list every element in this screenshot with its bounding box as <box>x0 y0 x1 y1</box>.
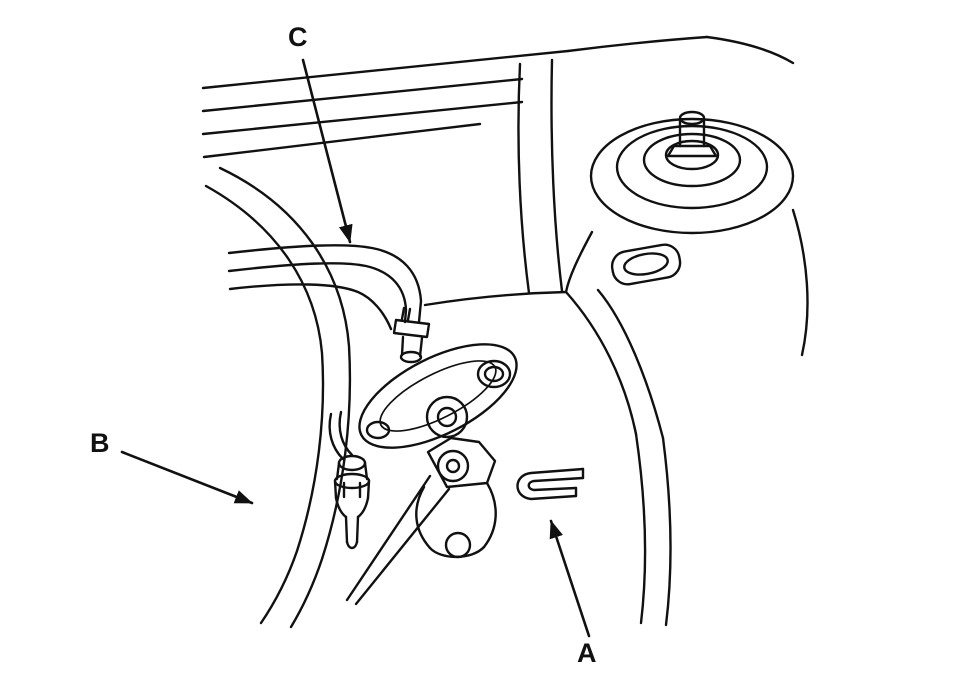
callout-label-b: B <box>90 428 110 458</box>
tower-bracket <box>610 243 682 286</box>
callout-arrow-a <box>549 519 591 638</box>
switch-fitting-b <box>328 410 371 550</box>
callout-label-c: C <box>288 22 308 52</box>
callout-arrow-c <box>301 58 353 244</box>
inner-fender-right <box>564 288 672 627</box>
fender-panel-curves <box>204 166 393 629</box>
callout-arrows <box>120 58 591 638</box>
hood-cowl-lines <box>201 35 795 159</box>
callout-label-a: A <box>577 638 597 668</box>
cowl-brace <box>423 58 568 307</box>
retaining-clip-a <box>516 467 585 501</box>
strut-tower <box>564 110 809 357</box>
clutch-hose-c <box>227 244 431 364</box>
callout-arrow-b <box>120 450 254 505</box>
master-cylinder <box>345 343 518 606</box>
